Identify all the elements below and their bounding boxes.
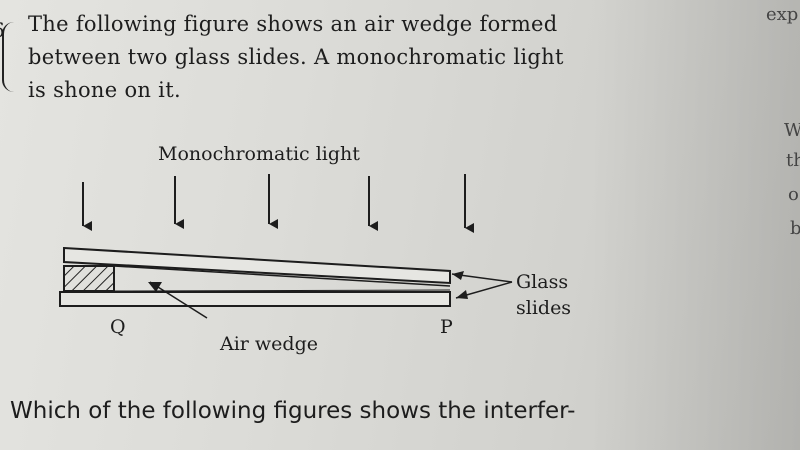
wedge-top-edge (113, 265, 451, 287)
label-q: Q (110, 316, 126, 338)
top-glass-slide (63, 246, 451, 285)
question-bracket (2, 22, 22, 92)
question-number: 6 (0, 18, 5, 42)
bottom-glass-slide (59, 291, 451, 307)
right-fragment-o: o (788, 184, 799, 205)
light-label: Monochromatic light (158, 143, 360, 165)
glass-pointer-bottom-arrow-icon (456, 290, 468, 299)
question-line-2: between two glass slides. A monochromati… (28, 45, 564, 69)
air-wedge-label: Air wedge (219, 333, 318, 355)
question-line-3: is shone on it. (28, 78, 181, 102)
label-p: P (440, 316, 453, 338)
question-line-1: The following figure shows an air wedge … (28, 12, 558, 36)
right-fragment-b: b (790, 218, 800, 239)
right-fragment-th: th (786, 150, 800, 171)
glass-slides-label-2: slides (516, 297, 571, 319)
follow-up-question: Which of the following figures shows the… (10, 398, 576, 424)
air-wedge-pointer-arrow-icon (148, 282, 162, 292)
glass-pointer-top-arrow-icon (452, 271, 464, 280)
glass-slides-label-1: Glass (516, 271, 568, 293)
right-fragment-exp: exp (766, 4, 799, 25)
spacer-block (63, 265, 115, 292)
light-arrows (82, 174, 474, 233)
wedge-bottom-edge (113, 289, 451, 292)
air-wedge-pointer (149, 281, 208, 319)
right-fragment-w: W (784, 120, 800, 141)
question-text: The following figure shows an air wedge … (28, 8, 628, 107)
